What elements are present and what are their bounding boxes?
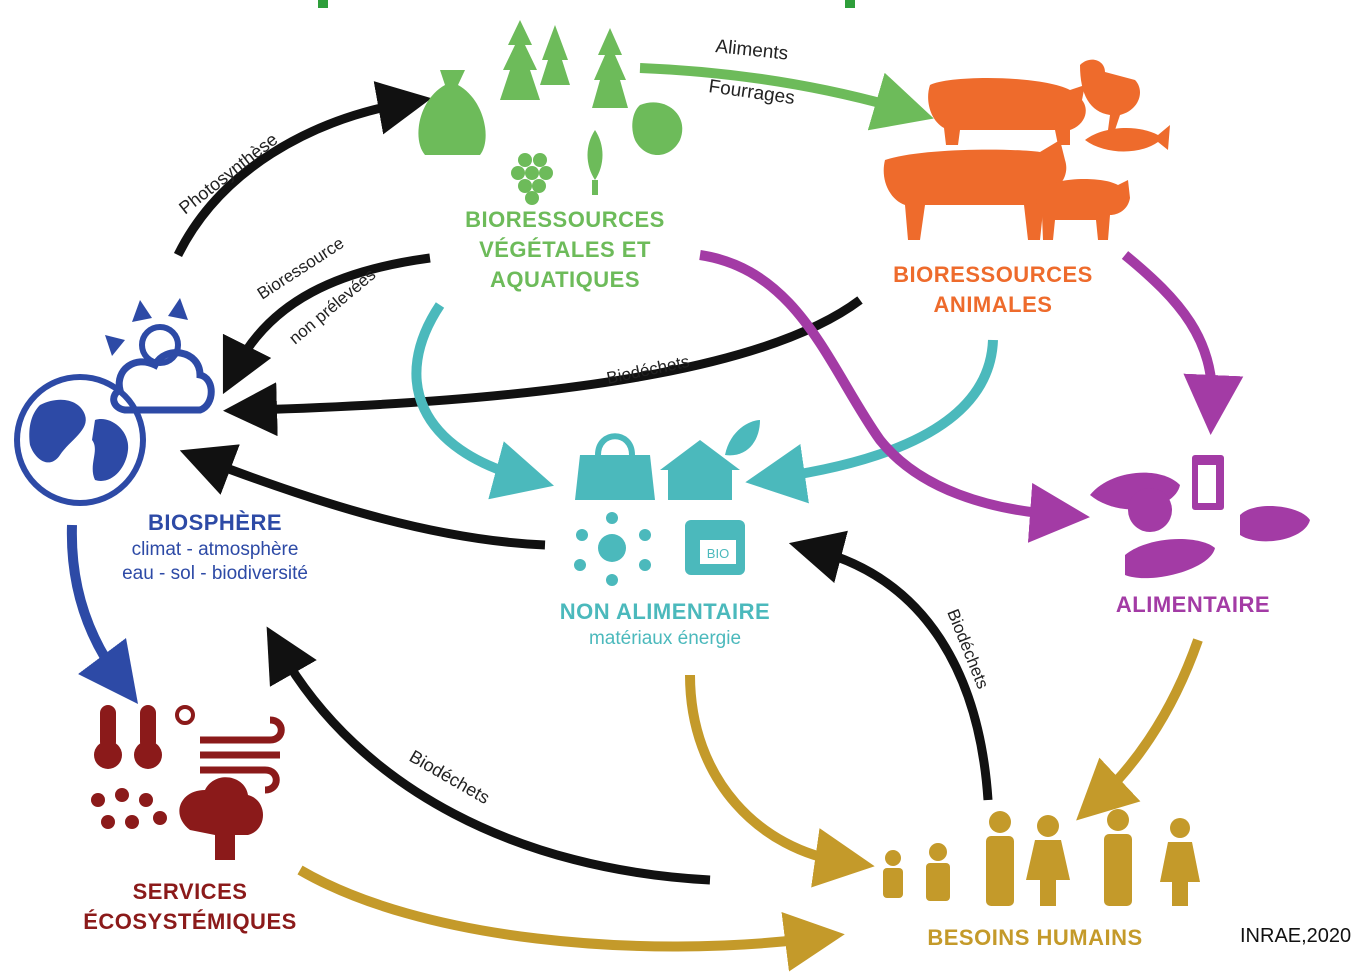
sheep-icon xyxy=(1036,178,1130,240)
cropped-title-fragment-1 xyxy=(318,0,328,8)
node-animal-title: BIORESSOURCES ANIMALES xyxy=(868,260,1118,320)
node-vegetal-title: BIORESSOURCES VÉGÉTALES ET AQUATIQUES xyxy=(440,205,690,295)
services-icons xyxy=(91,705,285,860)
arrow-nonalim-humains xyxy=(685,674,875,888)
label-biodechets-top: Biodéchets xyxy=(605,352,691,388)
animal-icons xyxy=(883,59,1170,240)
tomato-icon xyxy=(1128,488,1172,532)
sausage-icon xyxy=(1240,505,1310,542)
person-icon xyxy=(1170,818,1190,838)
node-non-alimentaire: NON ALIMENTAIRE matériaux énergie xyxy=(520,597,810,651)
arrow-bioressource-non-prelevees xyxy=(222,253,431,395)
tree-icon xyxy=(179,777,263,860)
people-icons xyxy=(883,809,1200,906)
arrow-vegetal-nonalim xyxy=(411,302,554,500)
tree-icon xyxy=(592,28,628,108)
chicken-icon xyxy=(1080,59,1140,130)
animal-title-line: ANIMALES xyxy=(933,292,1053,317)
biosphere-line1: climat - atmosphère xyxy=(131,539,299,560)
node-alimentaire-title: ALIMENTAIRE xyxy=(1115,592,1271,617)
arrow-photosynthese xyxy=(173,81,432,257)
shopping-bag-icon xyxy=(575,455,655,500)
person-icon xyxy=(885,850,901,866)
fish-icon xyxy=(632,102,683,155)
alimentaire-icons xyxy=(1090,455,1310,579)
label-photosynthese: Photosynthèse xyxy=(175,129,281,218)
thermometer-icon xyxy=(100,705,116,750)
arrow-vegetal-alimentaire xyxy=(699,250,1090,543)
leaf-icon xyxy=(725,420,760,456)
molecule-icon xyxy=(598,534,626,562)
non-alimentaire-title: NON ALIMENTAIRE xyxy=(559,599,771,624)
arrow-biodechets-humains xyxy=(266,626,711,885)
person-icon xyxy=(1037,815,1059,837)
arrow-animal-nonalim xyxy=(745,339,998,504)
vegetal-title-line: AQUATIQUES xyxy=(489,267,641,292)
house-icon xyxy=(660,440,740,500)
cloud-icon xyxy=(110,349,215,414)
sun-icon xyxy=(175,705,195,725)
arrow-biosphere-services xyxy=(66,524,138,705)
arrow-biodechets-nonalim xyxy=(788,530,993,801)
person-icon xyxy=(929,843,947,861)
credit-text: INRAE,2020 xyxy=(1240,925,1352,947)
arrow-animal-alimentaire xyxy=(1121,251,1244,435)
vegetal-title-line: BIORESSOURCES xyxy=(465,207,665,232)
cow-icon xyxy=(883,140,1067,240)
biosphere-icons xyxy=(14,298,215,506)
biosphere-title: BIOSPHÈRE xyxy=(147,510,283,535)
tree-icon xyxy=(500,20,540,100)
person-icon xyxy=(989,811,1011,833)
label-aliments: Aliments xyxy=(714,36,789,65)
cropped-title-fragment-2 xyxy=(845,0,855,8)
node-services-title: SERVICES ÉCOSYSTÉMIQUES xyxy=(55,877,325,937)
node-biosphere: BIOSPHÈRE climat - atmosphère eau - sol … xyxy=(85,508,345,586)
bio-tag: BIO xyxy=(707,546,729,561)
rain-icon xyxy=(91,793,105,807)
bread-icon xyxy=(1125,538,1215,579)
person-icon xyxy=(1107,809,1129,831)
non-alimentaire-subtitle: matériaux énergie xyxy=(588,628,742,649)
node-besoins-title: BESOINS HUMAINS xyxy=(927,925,1143,950)
wheat-icon xyxy=(587,130,603,195)
grape-icon xyxy=(518,153,532,167)
pig-icon xyxy=(928,78,1086,145)
arrow-alimentaire-humains xyxy=(1076,638,1203,821)
animal-title-line: BIORESSOURCES xyxy=(893,262,1093,287)
arrow-aliments xyxy=(639,63,934,131)
sun-icon xyxy=(139,324,181,366)
wind-icon xyxy=(200,716,285,794)
thermometer-icon xyxy=(140,705,156,750)
vegetal-icons xyxy=(418,20,683,205)
fish-icon xyxy=(1085,125,1170,152)
arrow-nonalim-biosphere xyxy=(179,444,546,550)
bag-icon xyxy=(418,70,486,155)
arrow-services-humains xyxy=(297,865,845,972)
biosphere-line2: eau - sol - biodiversité xyxy=(122,563,308,584)
tree-icon xyxy=(540,25,570,85)
non-alimentaire-icons xyxy=(574,420,760,586)
services-title-line: ÉCOSYSTÉMIQUES xyxy=(83,909,297,934)
arrow-biodechets-animal xyxy=(223,296,863,437)
services-title-line: SERVICES xyxy=(132,879,248,904)
vegetal-title-line: VÉGÉTALES ET xyxy=(479,237,651,262)
